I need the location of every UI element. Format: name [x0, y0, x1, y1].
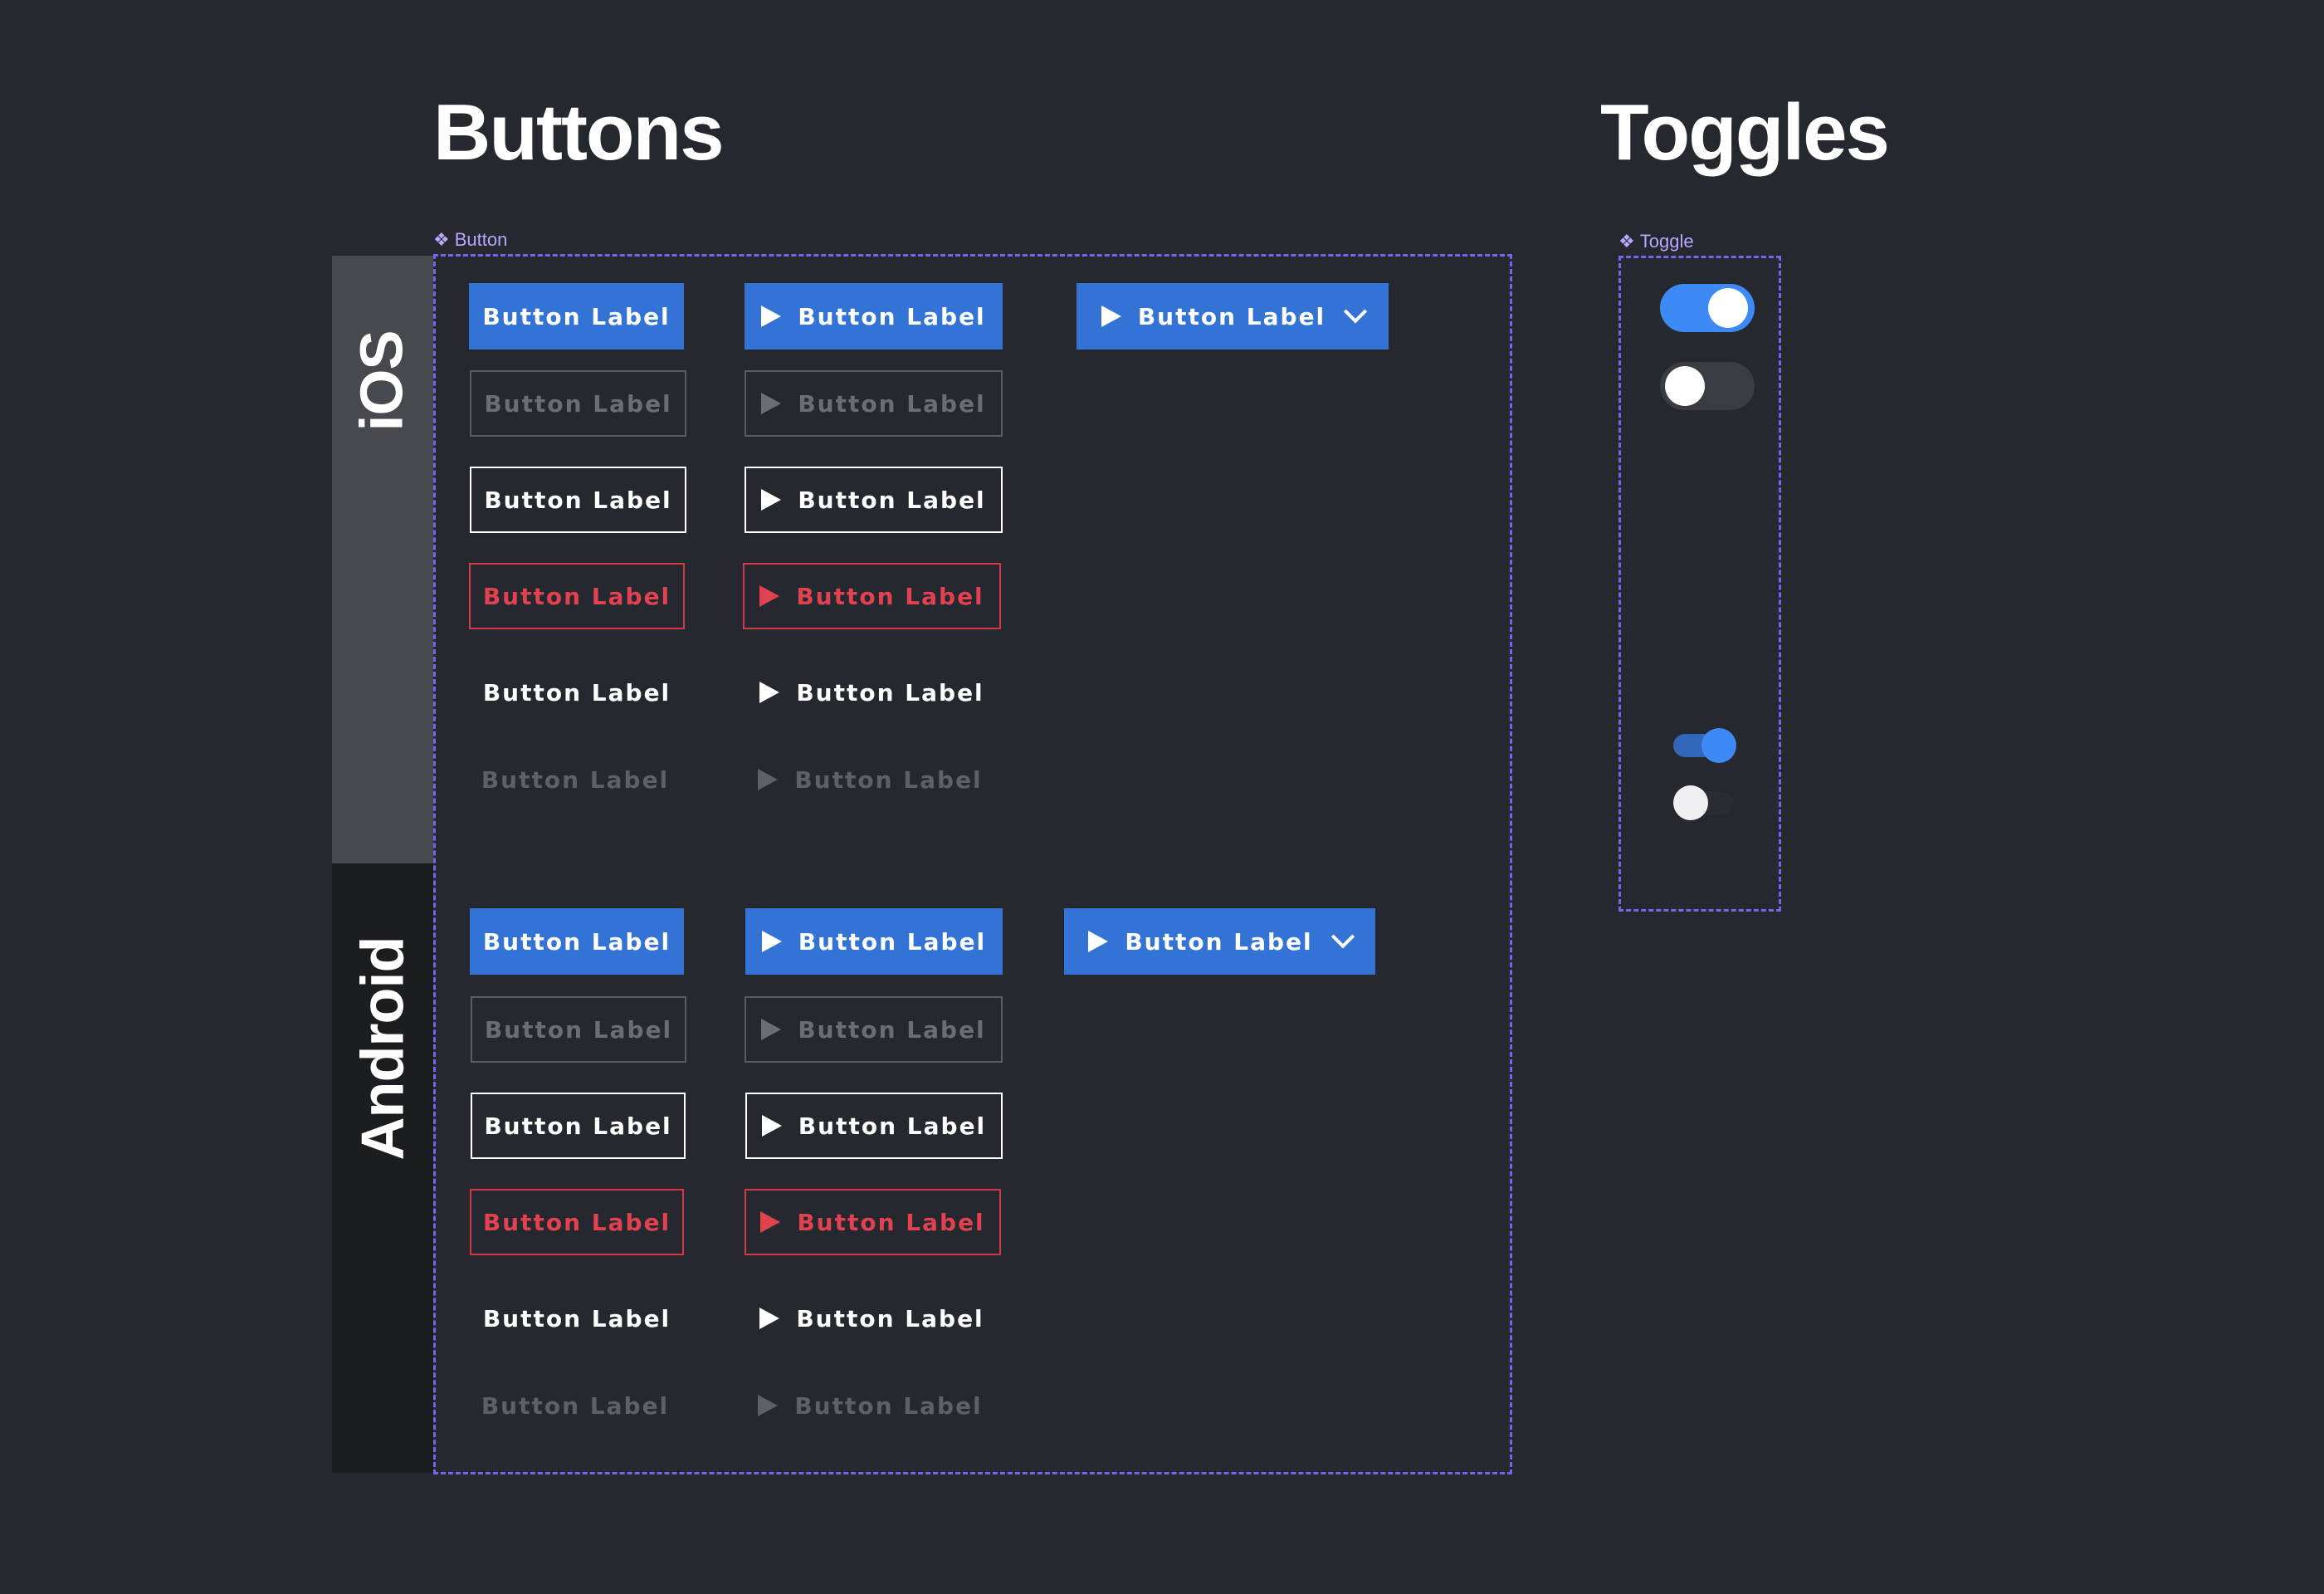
button-label: Button Label: [482, 302, 671, 330]
button-label: Button Label: [798, 927, 987, 956]
button-label: Button Label: [798, 1015, 986, 1044]
ios-danger-button[interactable]: Button Label: [469, 563, 685, 629]
android-danger-button[interactable]: Button Label: [470, 1189, 684, 1255]
android-text-disabled-icon-button[interactable]: Button Label: [741, 1372, 999, 1439]
button-label: Button Label: [482, 678, 671, 707]
play-icon: [761, 489, 782, 511]
button-label: Button Label: [798, 389, 986, 418]
android-primary-button[interactable]: Button Label: [470, 908, 684, 975]
button-label: Button Label: [481, 1391, 670, 1420]
ios-primary-dropdown-button[interactable]: Button Label: [1077, 283, 1389, 350]
ios-text-disabled-button[interactable]: Button Label: [467, 746, 683, 813]
component-icon: ❖: [433, 229, 450, 250]
android-disabled-outline-icon-button[interactable]: Button Label: [745, 996, 1003, 1063]
component-icon: ❖: [1618, 231, 1635, 252]
android-primary-icon-button[interactable]: Button Label: [745, 908, 1003, 975]
button-label: Button Label: [482, 1208, 671, 1236]
button-label: Button Label: [484, 1015, 673, 1044]
button-label: Button Label: [1125, 927, 1313, 956]
button-label: Button Label: [1137, 302, 1326, 330]
button-label: Button Label: [484, 486, 672, 514]
ios-outline-icon-button[interactable]: Button Label: [745, 467, 1003, 533]
button-label: Button Label: [481, 765, 670, 794]
toggles-heading: Toggles: [1600, 88, 1890, 177]
ios-toggle-on[interactable]: [1660, 284, 1755, 332]
button-label: Button Label: [796, 582, 984, 610]
chevron-down-icon: [1344, 300, 1368, 324]
ios-outline-button[interactable]: Button Label: [470, 467, 686, 533]
ios-text-icon-button[interactable]: Button Label: [743, 659, 1001, 726]
ios-primary-icon-button[interactable]: Button Label: [745, 283, 1003, 350]
play-icon: [758, 769, 779, 790]
button-component-label[interactable]: ❖Button: [433, 231, 507, 249]
android-danger-icon-button[interactable]: Button Label: [745, 1189, 1001, 1255]
android-band: Android: [332, 863, 433, 1473]
play-icon: [761, 1115, 782, 1137]
button-label: Button Label: [482, 1304, 671, 1332]
ios-text-button[interactable]: Button Label: [469, 659, 685, 726]
button-component-name: Button: [454, 229, 508, 250]
android-primary-dropdown-button[interactable]: Button Label: [1064, 908, 1375, 975]
button-label: Button Label: [798, 302, 986, 330]
android-outline-button[interactable]: Button Label: [471, 1093, 686, 1159]
toggle-component-label[interactable]: ❖Toggle: [1618, 232, 1694, 251]
button-label: Button Label: [482, 582, 671, 610]
play-icon: [761, 1019, 782, 1040]
toggle-component-name: Toggle: [1639, 231, 1694, 252]
android-label: Android: [349, 936, 417, 1161]
button-label: Button Label: [484, 389, 672, 418]
ios-danger-icon-button[interactable]: Button Label: [743, 563, 1001, 629]
android-outline-icon-button[interactable]: Button Label: [745, 1093, 1003, 1159]
android-text-icon-button[interactable]: Button Label: [743, 1285, 1001, 1352]
android-toggle-off[interactable]: [1673, 785, 1733, 820]
ios-band: iOS: [332, 256, 433, 863]
play-icon: [759, 585, 780, 607]
button-label: Button Label: [794, 1391, 983, 1420]
toggle-knob: [1702, 728, 1736, 763]
ios-disabled-outline-icon-button[interactable]: Button Label: [745, 370, 1003, 437]
toggle-component-frame: [1618, 256, 1781, 912]
ios-primary-button[interactable]: Button Label: [469, 283, 684, 350]
ios-disabled-outline-button[interactable]: Button Label: [470, 370, 686, 437]
toggle-knob: [1708, 288, 1748, 328]
android-toggle-on[interactable]: [1673, 728, 1736, 763]
play-icon: [1101, 306, 1121, 327]
ios-toggle-off[interactable]: [1660, 362, 1755, 410]
ios-text-disabled-icon-button[interactable]: Button Label: [741, 746, 999, 813]
play-icon: [760, 1211, 781, 1233]
chevron-down-icon: [1330, 925, 1355, 949]
toggle-knob: [1673, 785, 1708, 820]
button-label: Button Label: [796, 1304, 984, 1332]
play-icon: [761, 393, 782, 414]
play-icon: [758, 1395, 779, 1416]
android-text-button[interactable]: Button Label: [469, 1285, 685, 1352]
button-label: Button Label: [797, 1208, 985, 1236]
android-text-disabled-button[interactable]: Button Label: [467, 1372, 683, 1439]
play-icon: [761, 306, 782, 327]
toggle-knob: [1665, 366, 1705, 406]
button-label: Button Label: [798, 1112, 987, 1140]
play-icon: [759, 1308, 780, 1329]
button-label: Button Label: [798, 486, 986, 514]
play-icon: [1088, 931, 1109, 952]
button-label: Button Label: [796, 678, 984, 707]
android-disabled-outline-button[interactable]: Button Label: [471, 996, 686, 1063]
play-icon: [761, 931, 782, 952]
button-label: Button Label: [484, 1112, 672, 1140]
button-label: Button Label: [482, 927, 671, 956]
ios-label: iOS: [349, 330, 416, 432]
button-label: Button Label: [794, 765, 983, 794]
button-component-frame: [433, 254, 1512, 1474]
play-icon: [759, 682, 780, 703]
buttons-heading: Buttons: [433, 88, 725, 177]
